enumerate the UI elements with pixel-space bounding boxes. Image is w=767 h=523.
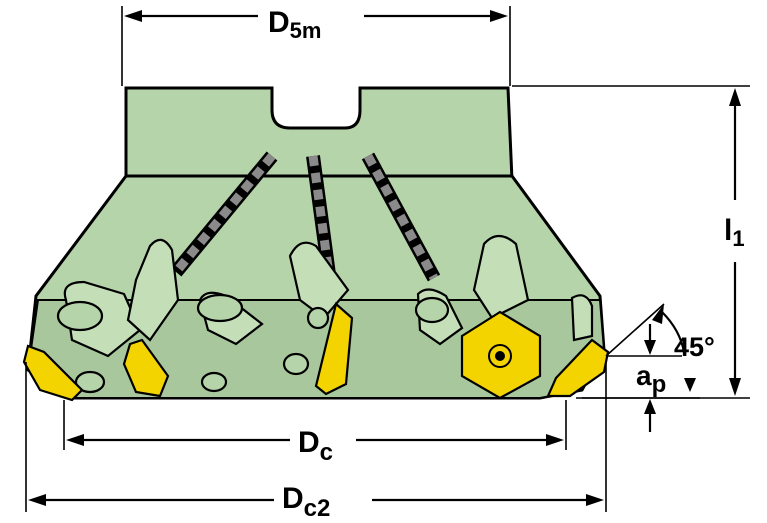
dimension-dc: Dc — [63, 400, 567, 466]
svg-text:ap: ap — [636, 360, 666, 398]
insert-left — [22, 344, 84, 402]
l1-label-main: l — [724, 214, 732, 247]
d5m-label-sub: 5m — [290, 18, 322, 43]
dc2-label-sub: c2 — [304, 495, 331, 522]
insert-3 — [314, 301, 354, 396]
dc-label-sub: c — [320, 439, 333, 466]
dimension-d5m: D5m — [121, 6, 511, 86]
insert-2 — [122, 338, 170, 398]
dc2-label-main: D — [282, 482, 304, 515]
svg-text:D5m: D5m — [268, 6, 321, 43]
cutter-shank — [124, 86, 514, 182]
l1-label-sub: 1 — [732, 226, 744, 251]
svg-text:l1: l1 — [724, 214, 745, 251]
ap-label-main: a — [636, 360, 652, 391]
svg-text:Dc: Dc — [298, 426, 333, 466]
cutter-body — [22, 86, 610, 402]
svg-text:Dc2: Dc2 — [282, 482, 330, 522]
coolant-channels — [170, 151, 441, 283]
ap-label-sub: p — [652, 371, 667, 398]
cutting-inserts — [22, 301, 610, 402]
d5m-label-main: D — [268, 6, 290, 39]
dc-label-main: D — [298, 426, 320, 459]
insert-pockets — [56, 234, 594, 394]
angle-label: 45° — [674, 332, 715, 362]
insert-right — [546, 338, 610, 398]
dimension-dc2: Dc2 — [25, 362, 607, 522]
dimension-angle-ap: 45° ap — [582, 303, 715, 432]
